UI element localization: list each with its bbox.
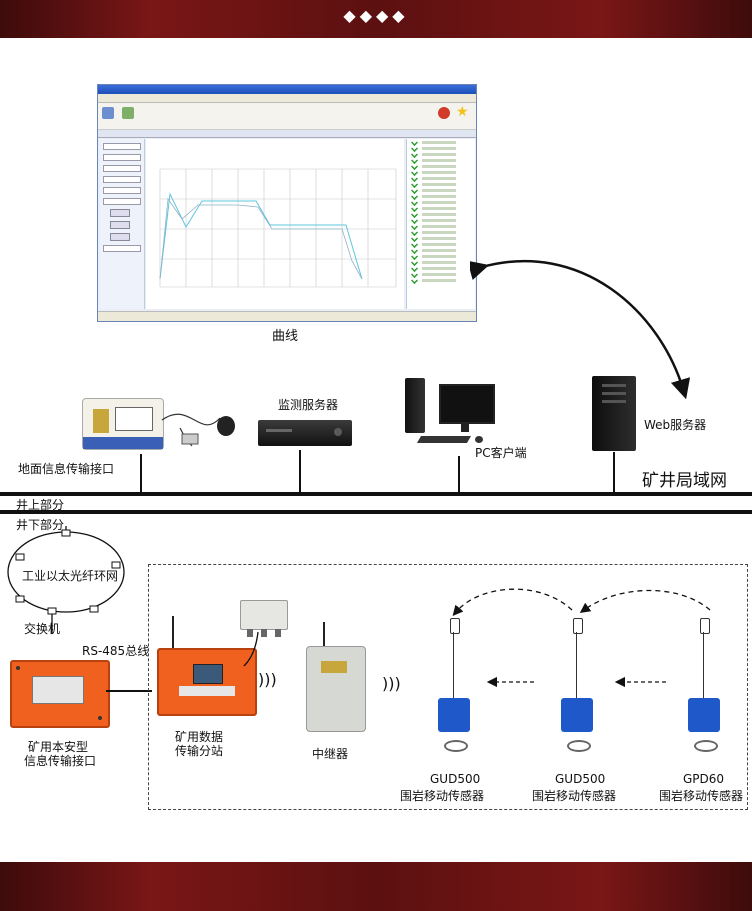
sensor-1-desc: 围岩移动传感器 [400, 789, 485, 803]
sensor-1-model: GUD500 [430, 772, 481, 786]
wireless-icon: ))) [258, 670, 277, 689]
window-statusbar [98, 311, 476, 321]
serial-cable-icon [160, 400, 240, 450]
rs485-link [106, 690, 152, 692]
sensor-1 [432, 618, 476, 758]
sensor-3-desc: 围岩移动传感器 [659, 789, 744, 803]
antenna-icon [323, 622, 325, 650]
pc-client-icon [405, 378, 495, 450]
surface-bus [0, 492, 752, 496]
intrinsic-interface-label-1: 矿用本安型 [28, 740, 89, 754]
junction-box-icon [240, 600, 288, 637]
substation-label-2: 传输分站 [175, 744, 224, 758]
repeater-label: 中继器 [312, 747, 349, 761]
drop-server [299, 450, 301, 494]
software-screenshot: ★ [97, 84, 477, 322]
web-server-icon [592, 376, 636, 451]
antenna-icon [172, 616, 174, 650]
lan-label: 矿井局域网 [642, 471, 727, 491]
close-icon [438, 107, 450, 119]
curve-chart-svg [159, 168, 397, 288]
fiber-ring [7, 526, 125, 634]
window-menubar [98, 94, 476, 103]
ground-interface-label: 地面信息传输接口 [18, 462, 115, 476]
curve-series-2 [159, 197, 363, 280]
substation-label-1: 矿用数据 [175, 730, 224, 744]
sensor-3-model: GPD60 [683, 772, 725, 786]
query-panel [100, 139, 145, 309]
below-ground-label: 井下部分 [16, 518, 65, 532]
junction-link [243, 631, 259, 667]
window-titlebar [98, 85, 476, 94]
sensor-2 [555, 618, 599, 758]
web-server-label: Web服务器 [644, 418, 707, 432]
sensor-3 [682, 618, 726, 758]
sensor-2-model: GUD500 [555, 772, 606, 786]
data-substation-device [157, 648, 257, 716]
ring-label: 工业以太光纤环网 [22, 569, 119, 583]
above-ground-label: 井上部分 [16, 498, 65, 512]
underground-frame [148, 564, 748, 810]
curve-series-1 [159, 192, 363, 280]
switch-label: 交换机 [24, 622, 61, 636]
intrinsic-interface-device [10, 660, 110, 728]
wireless-icon: ))) [382, 674, 401, 693]
server-label: 监测服务器 [278, 398, 339, 412]
toolbar-icon [122, 107, 134, 119]
link-arrow [470, 259, 691, 400]
relay-arrows [452, 588, 711, 688]
footer-band [0, 862, 752, 911]
pc-client-label: PC客户端 [475, 446, 527, 460]
header-ornament: ◆◆◆◆ [343, 6, 409, 25]
drop-ground-interface [140, 454, 142, 494]
sensor-2-desc: 围岩移动传感器 [532, 789, 617, 803]
drop-web-server [613, 452, 615, 494]
rs485-label: RS-485总线 [82, 644, 150, 658]
star-icon: ★ [456, 104, 469, 120]
toolbar-icon [102, 107, 114, 119]
ground-divider [0, 510, 752, 514]
intrinsic-interface-label-2: 信息传输接口 [24, 754, 97, 768]
ground-interface-device [82, 398, 164, 450]
window-tabs [98, 130, 476, 138]
software-caption: 曲线 [272, 329, 299, 344]
sensor-list-panel [406, 139, 475, 309]
curve-chart [146, 139, 404, 309]
drop-pc [458, 456, 460, 494]
window-toolbar: ★ [98, 103, 476, 130]
header-band: ◆◆◆◆ [0, 0, 752, 38]
monitoring-server-icon [258, 420, 352, 446]
repeater-device [306, 646, 366, 732]
